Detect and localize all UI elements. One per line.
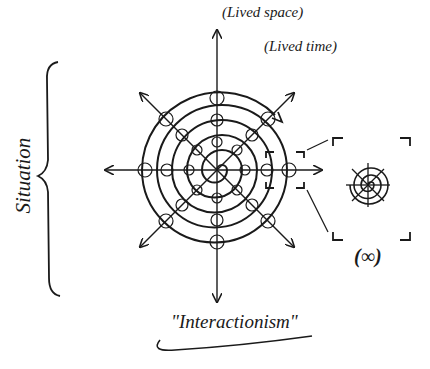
intersection-circles bbox=[138, 91, 296, 249]
intersection-circles bbox=[159, 112, 173, 126]
radial-arrows bbox=[140, 170, 217, 247]
radial-arrows bbox=[216, 30, 217, 170]
underline-swoosh bbox=[157, 336, 312, 350]
intersection-circles bbox=[261, 112, 275, 126]
zoom-brackets bbox=[266, 138, 410, 240]
underline-swoosh bbox=[157, 336, 312, 350]
axis-label: (Lived space) bbox=[222, 4, 303, 21]
intersection-circles bbox=[211, 214, 223, 226]
intersection-circles bbox=[240, 165, 250, 175]
intersection-circles bbox=[232, 185, 242, 195]
intersection-circles bbox=[282, 163, 296, 177]
zoom-brackets bbox=[266, 152, 274, 158]
brace-label: Situation bbox=[12, 138, 35, 214]
radial-arrows bbox=[217, 169, 322, 170]
intersection-circles bbox=[159, 214, 173, 228]
zoom-brackets bbox=[400, 138, 410, 146]
spiral bbox=[272, 112, 282, 122]
radial-arrows bbox=[105, 30, 322, 302]
intersection-circles bbox=[246, 129, 258, 141]
zoom-brackets bbox=[307, 190, 328, 232]
intersection-circles bbox=[261, 164, 273, 176]
small-spiral bbox=[367, 163, 368, 185]
small-spiral bbox=[350, 168, 388, 204]
intersection-circles bbox=[232, 145, 242, 155]
intersection-circles bbox=[192, 145, 202, 155]
intersection-circles bbox=[246, 199, 258, 211]
zoom-brackets bbox=[400, 232, 410, 240]
spiral bbox=[142, 92, 287, 242]
spiral bbox=[142, 92, 287, 242]
zoom-brackets bbox=[333, 232, 343, 240]
intersection-circles bbox=[212, 137, 222, 147]
intersection-circles bbox=[261, 214, 275, 228]
intersection-circles bbox=[192, 185, 202, 195]
zoom-brackets bbox=[307, 140, 328, 150]
zoom-brackets bbox=[266, 182, 274, 188]
intersection-circles bbox=[161, 164, 173, 176]
intersection-circles bbox=[176, 199, 188, 211]
zoom-brackets bbox=[333, 138, 343, 146]
small-spiral bbox=[346, 163, 390, 207]
intersection-circles bbox=[211, 114, 223, 126]
zoom-brackets bbox=[296, 152, 304, 158]
situation-brace bbox=[38, 62, 60, 296]
intersection-circles bbox=[212, 193, 222, 203]
title-label: "Interactionism" bbox=[171, 312, 298, 333]
small-spiral bbox=[368, 184, 390, 185]
zoom-brackets bbox=[296, 182, 304, 188]
infinity-label: (∞) bbox=[354, 245, 382, 267]
intersection-circles bbox=[138, 163, 152, 177]
intersection-circles bbox=[210, 91, 224, 105]
intersection-circles bbox=[210, 235, 224, 249]
intersection-circles bbox=[176, 129, 188, 141]
radial-arrows bbox=[216, 170, 217, 302]
axis-label: (Lived time) bbox=[264, 38, 337, 55]
situation-brace bbox=[38, 62, 60, 296]
intersection-circles bbox=[184, 165, 194, 175]
